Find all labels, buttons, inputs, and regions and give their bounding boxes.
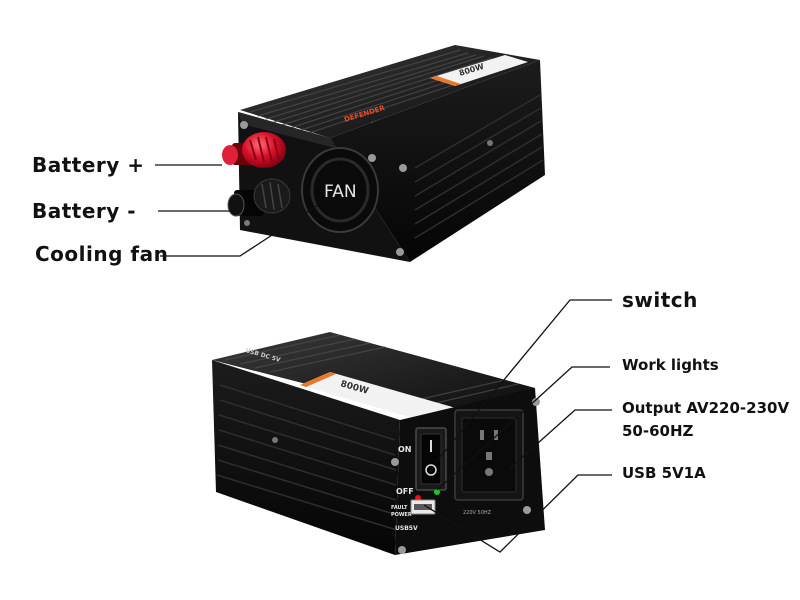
cooling-fan-label: Cooling fan <box>35 242 169 266</box>
output-label-line1: Output AV220-230V <box>622 399 790 417</box>
usb-label: USB 5V1A <box>622 464 706 482</box>
power-switch <box>415 427 447 491</box>
bottom-inverter: 800W USB DC 5V ON OFF <box>212 299 612 555</box>
off-text: OFF <box>396 487 414 496</box>
on-text: ON <box>398 445 412 454</box>
output-leader <box>509 409 612 469</box>
ac-outlet: 220V 50HZ <box>454 409 524 516</box>
fan: FAN <box>301 147 379 233</box>
battery-minus-label: Battery - <box>32 199 137 223</box>
outlet-text: 220V 50HZ <box>463 510 492 516</box>
top-sticker <box>430 55 528 86</box>
switch-label: switch <box>622 288 698 312</box>
battery-plus-terminal <box>222 132 286 168</box>
bottom-sticker <box>300 372 470 426</box>
usb-port-text: USB5V <box>395 525 418 532</box>
power-led <box>434 489 440 495</box>
work-lights-leader <box>436 366 610 491</box>
output-label-line2: 50-60HZ <box>622 422 694 440</box>
usb-leader <box>423 474 612 553</box>
cooling-fan-leader <box>160 204 319 257</box>
battery-minus-terminal <box>227 178 291 217</box>
power-text: POWER <box>391 512 412 518</box>
usb-port <box>410 499 436 515</box>
fault-text: FAULT <box>391 505 408 511</box>
work-lights-label: Work lights <box>622 356 719 374</box>
fan-label: FAN <box>324 182 357 202</box>
battery-plus-label: Battery + <box>32 153 145 177</box>
switch-leader <box>435 299 612 463</box>
top-inverter: 800W DEFENDER USB DC 5V FAN <box>155 45 545 262</box>
